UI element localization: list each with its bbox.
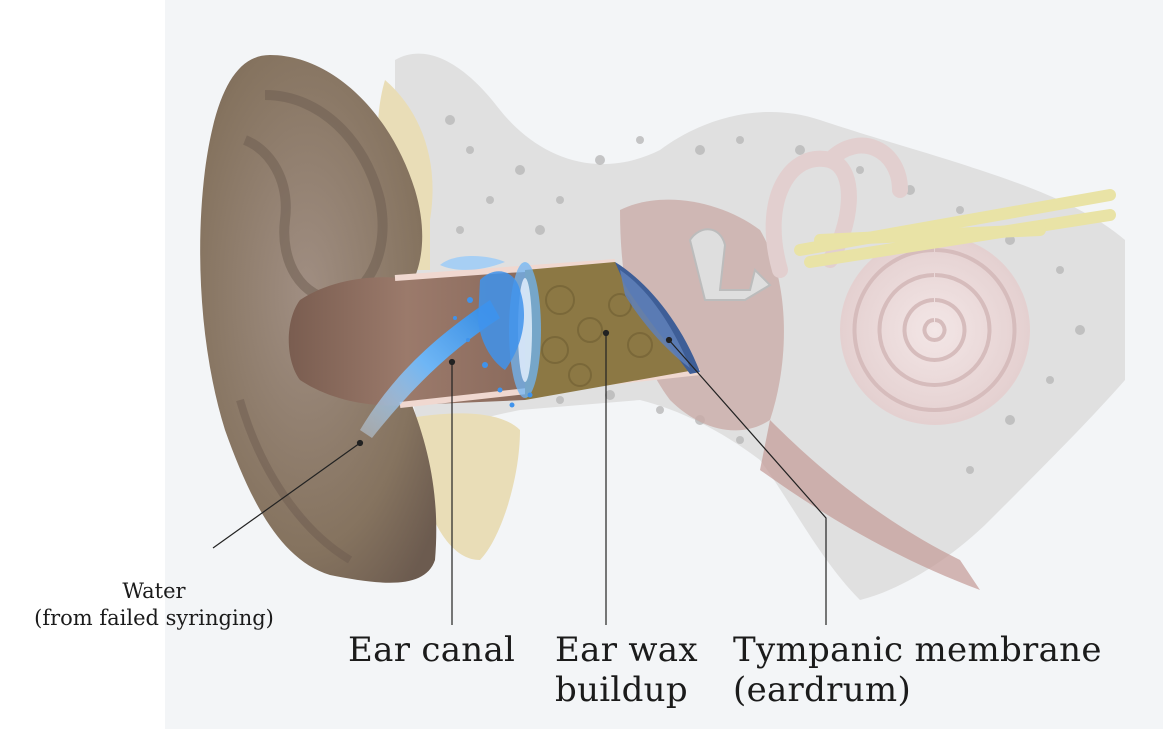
tympanic-label-line2: (eardrum) <box>733 670 912 710</box>
tympanic-leader <box>668 339 827 625</box>
fat-tissue-lower <box>400 413 520 560</box>
tympanic-leader-dot <box>665 336 673 344</box>
semicircular-canals <box>765 137 908 278</box>
water-splash <box>478 271 525 370</box>
canal-wall-top <box>394 259 616 281</box>
ear-wax-leader-dot <box>602 329 610 337</box>
tympanic-membrane-label: Tympanic membrane (eardrum) <box>733 630 1102 710</box>
water-label: Water (from failed syringing) <box>4 578 304 632</box>
ear-canal-label: Ear canal <box>348 630 516 670</box>
tympanic-label-line1: Tympanic membrane <box>733 630 1102 670</box>
wax-texture <box>541 285 653 387</box>
water-jet <box>360 300 500 438</box>
ear-wax-label: Ear wax buildup <box>555 630 698 710</box>
leader-lines <box>212 329 827 625</box>
water-leader-dot <box>356 439 364 447</box>
water-label-line1: Water <box>122 579 186 603</box>
water-splash-top <box>440 256 505 270</box>
cochlea <box>840 235 1030 425</box>
bone-pores <box>445 115 1085 474</box>
water-label-line2: (from failed syringing) <box>34 606 274 630</box>
ear-canal <box>288 272 525 406</box>
ear-wax <box>525 262 695 400</box>
auditory-nerve <box>794 189 1116 268</box>
water-leader <box>212 442 361 549</box>
ear-wax-label-line1: Ear wax <box>555 630 698 670</box>
water-droplets <box>453 297 533 408</box>
pinna-lobe-shadow <box>236 398 353 564</box>
ossicles <box>688 228 772 301</box>
ear-wax-label-line2: buildup <box>555 670 688 710</box>
eustachian-tube <box>760 420 980 590</box>
ear-canal-leader-dot <box>448 358 456 366</box>
